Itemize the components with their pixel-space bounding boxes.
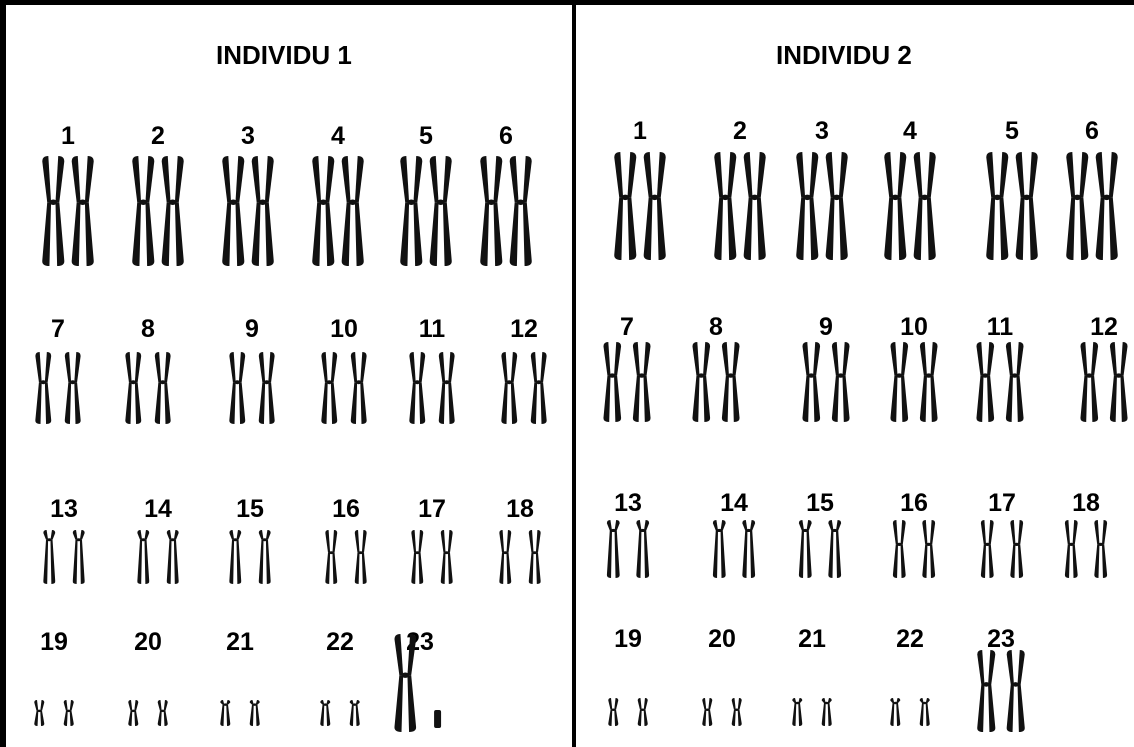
chromosome-pair-15 (788, 520, 852, 578)
chromosome-number-label: 12 (510, 315, 538, 343)
chromosome-number-label: 11 (986, 313, 1014, 341)
chromosome-pair-13 (32, 530, 96, 584)
chromosome-number-label: 2 (733, 117, 747, 145)
chromosome-pair-4 (306, 156, 370, 266)
chromosome-pair-2 (708, 152, 772, 260)
chromosome-pair-12 (492, 352, 556, 424)
chromosome-number-label: 22 (326, 628, 354, 656)
chromosome-pair-9 (220, 352, 284, 424)
chromosome-pair-16 (314, 530, 378, 584)
chromosome-number-label: 13 (614, 489, 642, 517)
chromosome-pair-10 (882, 342, 946, 422)
chromosome-number-label: 12 (1090, 313, 1118, 341)
chromosome-number-label: 4 (903, 117, 917, 145)
chromosome-pair-17 (970, 520, 1034, 578)
chromosome-number-label: 16 (900, 489, 928, 517)
chromosome-pair-20 (690, 698, 754, 726)
chromosome-number-label: 7 (620, 313, 634, 341)
chromosome-pair-20 (116, 700, 180, 726)
chromosome-pair-14 (126, 530, 190, 584)
chromosome-pair-19 (22, 700, 86, 726)
chromosome-number-label: 3 (241, 122, 255, 150)
chromosome-number-label: 23 (987, 625, 1015, 653)
chromosome-pair-3 (216, 156, 280, 266)
chromosome-number-label: 1 (633, 117, 647, 145)
chromosome-number-label: 5 (419, 122, 433, 150)
chromosome-number-label: 9 (819, 313, 833, 341)
chromosome-pair-3 (790, 152, 854, 260)
chromosome-number-label: 6 (1085, 117, 1099, 145)
chromosome-pair-8 (116, 352, 180, 424)
chromosome-pair-6 (474, 156, 538, 266)
chromosome-pair-22 (878, 698, 942, 726)
chromosome-number-label: 16 (332, 495, 360, 523)
chromosome-pair-1 (608, 152, 672, 260)
chromosome-number-label: 19 (614, 625, 642, 653)
chromosome-number-label: 7 (51, 315, 65, 343)
chromosome-number-label: 5 (1005, 117, 1019, 145)
chromosome-pair-13 (596, 520, 660, 578)
chromosome-number-label: 8 (141, 315, 155, 343)
chromosome-number-label: 21 (226, 628, 254, 656)
panel-divider (572, 0, 576, 747)
chromosome-pair-1 (36, 156, 100, 266)
chromosome-number-label: 1 (61, 122, 75, 150)
chromosome-pair-7 (595, 342, 659, 422)
chromosome-number-label: 6 (499, 122, 513, 150)
chromosome-pair-23 (969, 650, 1033, 732)
chromosome-number-label: 22 (896, 625, 924, 653)
panel-title: INDIVIDU 1 (216, 40, 352, 70)
chromosome-pair-7 (26, 352, 90, 424)
chromosome-number-label: 15 (236, 495, 264, 523)
chromosome-number-label: 21 (798, 625, 826, 653)
chromosome-number-label: 2 (151, 122, 165, 150)
chromosome-pair-17 (400, 530, 464, 584)
chromosome-pair-18 (1054, 520, 1118, 578)
chromosome-pair-2 (126, 156, 190, 266)
chromosome-pair-10 (312, 352, 376, 424)
chromosome-pair-21 (208, 700, 272, 726)
chromosome-number-label: 20 (134, 628, 162, 656)
chromosome-number-label: 20 (708, 625, 736, 653)
frame-top-border (0, 0, 1134, 5)
chromosome-pair-4 (878, 152, 942, 260)
chromosome-pair-5 (394, 156, 458, 266)
chromosome-number-label: 9 (245, 315, 259, 343)
chromosome-number-label: 13 (50, 495, 78, 523)
chromosome-pair-11 (968, 342, 1032, 422)
chromosome-number-label: 11 (418, 315, 446, 343)
chromosome-pair-11 (400, 352, 464, 424)
chromosome-pair-21 (780, 698, 844, 726)
chromosome-number-label: 18 (506, 495, 534, 523)
chromosome-number-label: 17 (988, 489, 1016, 517)
chromosome-pair-12 (1072, 342, 1134, 422)
chromosome-pair-9 (794, 342, 858, 422)
chromosome-number-label: 18 (1072, 489, 1100, 517)
chromosome-pair-22 (308, 700, 372, 726)
chromosome-number-label: 19 (40, 628, 68, 656)
chromosome-number-label: 10 (330, 315, 358, 343)
chromosome-number-label: 10 (900, 313, 928, 341)
chromosome-pair-6 (1060, 152, 1124, 260)
frame-left-border (0, 0, 6, 747)
chromosome-pair-16 (882, 520, 946, 578)
chromosome-number-label: 14 (720, 489, 748, 517)
chromosome-number-label: 15 (806, 489, 834, 517)
chromosome-pair-5 (980, 152, 1044, 260)
chromosome-pair-15 (218, 530, 282, 584)
chromosome-pair-14 (702, 520, 766, 578)
chromosome-number-label: 3 (815, 117, 829, 145)
chromosome-number-label: 17 (418, 495, 446, 523)
chromosome-pair-23 (388, 634, 452, 732)
chromosome-number-label: 14 (144, 495, 172, 523)
chromosome-number-label: 4 (331, 122, 345, 150)
panel-title: INDIVIDU 2 (776, 40, 912, 70)
chromosome-pair-18 (488, 530, 552, 584)
chromosome-pair-19 (596, 698, 660, 726)
chromosome-pair-8 (684, 342, 748, 422)
chromosome-number-label: 8 (709, 313, 723, 341)
